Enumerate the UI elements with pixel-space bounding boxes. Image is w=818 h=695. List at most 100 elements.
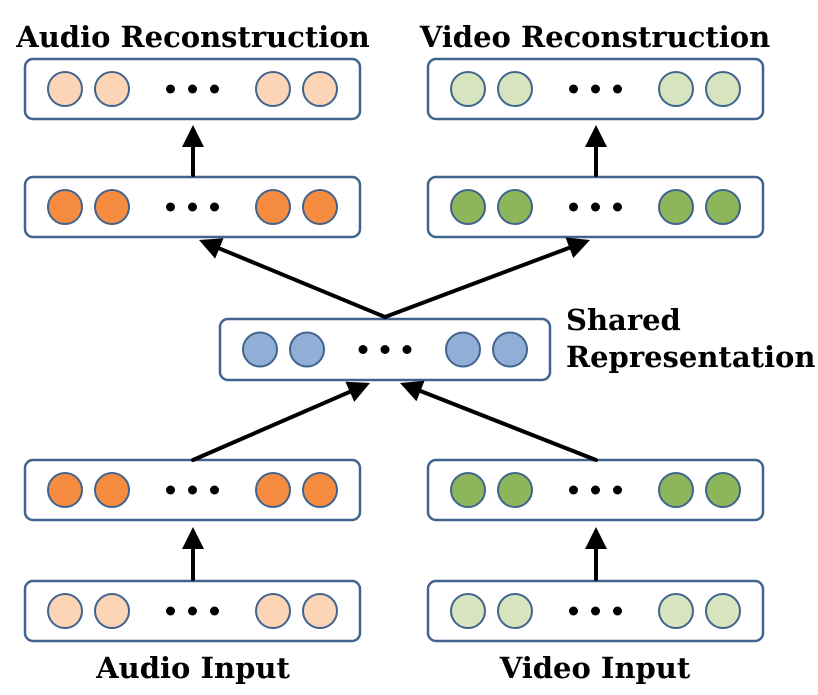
neuron-node: [47, 71, 83, 107]
ellipsis-dot: [210, 202, 219, 212]
ellipsis-dot: [613, 606, 622, 616]
arrow-head: [400, 380, 425, 402]
audio-decoder-hidden-layer: [23, 175, 362, 239]
ellipsis-dot: [591, 202, 600, 212]
neuron-node: [705, 593, 741, 629]
ellipsis-dot: [569, 485, 578, 495]
ellipsis-dot: [210, 485, 219, 495]
arrow-head: [585, 125, 607, 147]
neuron-node: [47, 593, 83, 629]
neuron-node: [242, 331, 278, 368]
shared-representation-label-line2: Representation: [566, 340, 815, 374]
neuron-node: [255, 593, 291, 629]
arrow-video-decoder-to-reconstruction: [585, 125, 607, 177]
ellipsis-dot: [188, 485, 197, 495]
neuron-node: [450, 71, 486, 107]
ellipsis-dot: [166, 202, 175, 212]
layers-group: [23, 57, 765, 643]
neuron-node: [255, 71, 291, 107]
arrows-group: [182, 125, 607, 581]
ellipsis-dot: [210, 84, 219, 94]
ellipsis-dot: [591, 84, 600, 94]
shared-representation-layer: [218, 317, 552, 382]
video-input-layer: [426, 579, 765, 643]
neuron-node: [445, 331, 481, 368]
neuron-node: [658, 593, 694, 629]
neuron-node: [658, 71, 694, 107]
arrow-head: [182, 527, 204, 549]
neuron-node: [705, 472, 741, 508]
neuron-node: [497, 593, 533, 629]
ellipsis-dot: [380, 345, 390, 354]
ellipsis-dot: [569, 606, 578, 616]
ellipsis-dot: [569, 202, 578, 212]
audio-input-label: Audio Input: [95, 651, 290, 685]
video-input-label: Video Input: [499, 651, 691, 685]
ellipsis-dot: [166, 84, 175, 94]
neuron-node: [255, 189, 291, 225]
arrow-head: [182, 125, 204, 147]
neuron-node: [255, 472, 291, 508]
neuron-node: [302, 189, 338, 225]
arrow-video-encoder-to-shared: [400, 380, 598, 462]
neuron-node: [658, 472, 694, 508]
audio-encoder-hidden-layer: [23, 458, 362, 522]
neuron-node: [47, 189, 83, 225]
audio-reconstruction-label: Audio Reconstruction: [15, 20, 370, 54]
arrow-shared-to-video-decoder: [383, 237, 590, 319]
ellipsis-dot: [188, 84, 197, 94]
neuron-node: [450, 593, 486, 629]
video-reconstruction-label: Video Reconstruction: [419, 20, 770, 54]
arrow-shaft: [191, 389, 352, 462]
neuron-node: [497, 71, 533, 107]
arrow-audio-input-to-encoder: [182, 527, 204, 581]
neuron-node: [94, 71, 130, 107]
arrow-head: [345, 381, 370, 402]
ellipsis-dot: [210, 606, 219, 616]
neuron-node: [302, 472, 338, 508]
video-encoder-hidden-layer: [426, 458, 765, 522]
neuron-node: [497, 189, 533, 225]
ellipsis-dot: [166, 606, 175, 616]
ellipsis-dot: [613, 84, 622, 94]
ellipsis-dot: [402, 345, 412, 354]
ellipsis-dot: [613, 485, 622, 495]
neuron-node: [492, 331, 528, 368]
arrow-shaft: [418, 389, 598, 462]
neuron-node: [450, 472, 486, 508]
neuron-node: [450, 189, 486, 225]
shared-representation-label-line1: Shared: [566, 303, 681, 337]
arrow-head: [565, 237, 590, 259]
neuron-node: [705, 189, 741, 225]
arrow-head: [199, 238, 224, 259]
neuron-node: [94, 189, 130, 225]
arrow-shared-to-audio-decoder: [199, 238, 387, 319]
audio-reconstruction-layer: [23, 57, 362, 121]
arrow-audio-decoder-to-reconstruction: [182, 125, 204, 177]
ellipsis-dot: [188, 606, 197, 616]
ellipsis-dot: [569, 84, 578, 94]
arrow-video-input-to-encoder: [585, 527, 607, 581]
neuron-node: [289, 331, 325, 368]
neuron-node: [497, 472, 533, 508]
neuron-node: [302, 593, 338, 629]
video-decoder-hidden-layer: [426, 175, 765, 239]
ellipsis-dot: [188, 202, 197, 212]
ellipsis-dot: [166, 485, 175, 495]
arrow-head: [585, 527, 607, 549]
audio-input-layer: [23, 579, 362, 643]
arrow-shaft: [383, 245, 572, 319]
ellipsis-dot: [358, 345, 368, 354]
neuron-node: [302, 71, 338, 107]
neuron-node: [94, 593, 130, 629]
neuron-node: [658, 189, 694, 225]
ellipsis-dot: [591, 606, 600, 616]
neuron-node: [94, 472, 130, 508]
arrow-shaft: [217, 246, 387, 319]
arrow-audio-encoder-to-shared: [191, 381, 370, 462]
ellipsis-dot: [591, 485, 600, 495]
neuron-node: [47, 472, 83, 508]
neuron-node: [705, 71, 741, 107]
video-reconstruction-layer: [426, 57, 765, 121]
